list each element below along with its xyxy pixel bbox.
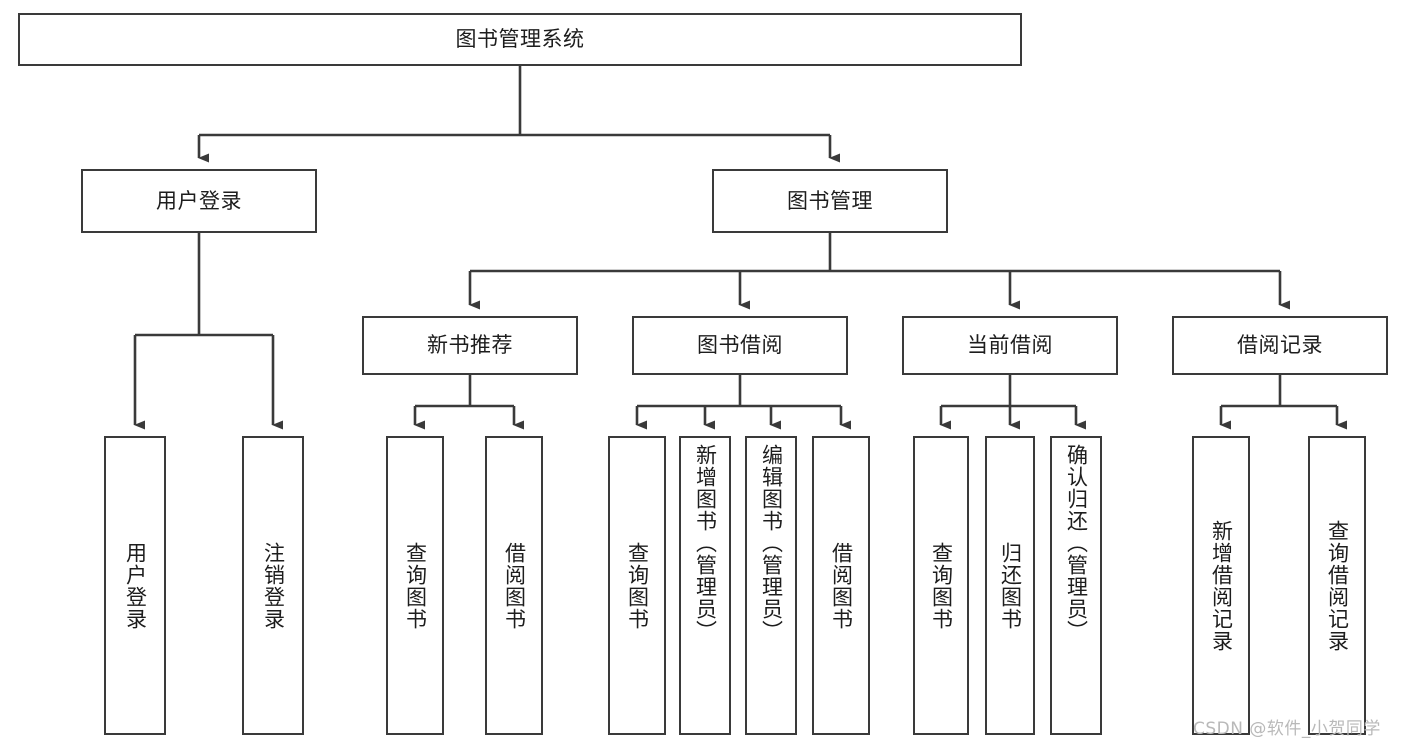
leaf-return-book-label: 归还图书 xyxy=(998,541,1023,630)
leaf-query-borrow-record-label: 查询借阅记录 xyxy=(1325,519,1350,652)
node-root-label: 图书管理系统 xyxy=(455,27,585,52)
leaf-logout[interactable]: 注销登录 xyxy=(242,436,304,735)
leaf-query-book-cb[interactable]: 查询图书 xyxy=(913,436,969,735)
leaf-logout-label: 注销登录 xyxy=(261,541,286,630)
leaf-user-login-label: 用户登录 xyxy=(123,541,148,630)
leaf-borrow-book-nbr[interactable]: 借阅图书 xyxy=(485,436,543,735)
leaf-query-borrow-record[interactable]: 查询借阅记录 xyxy=(1308,436,1366,735)
node-borrow-record-label: 借阅记录 xyxy=(1237,333,1323,358)
node-user-login[interactable]: 用户登录 xyxy=(81,169,317,233)
leaf-edit-book-admin-label: 编辑图书（管理员） xyxy=(759,444,784,642)
node-book-management[interactable]: 图书管理 xyxy=(712,169,948,233)
node-book-borrow-label: 图书借阅 xyxy=(697,333,783,358)
leaf-query-book-nbr[interactable]: 查询图书 xyxy=(386,436,444,735)
leaf-query-book-cb-label: 查询图书 xyxy=(929,541,954,630)
leaf-return-book[interactable]: 归还图书 xyxy=(985,436,1035,735)
node-root[interactable]: 图书管理系统 xyxy=(18,13,1022,66)
leaf-add-borrow-record[interactable]: 新增借阅记录 xyxy=(1192,436,1250,735)
leaf-add-borrow-record-label: 新增借阅记录 xyxy=(1209,519,1234,652)
leaf-borrow-book-bb-label: 借阅图书 xyxy=(829,541,854,630)
leaf-query-book-nbr-label: 查询图书 xyxy=(403,541,428,630)
leaf-borrow-book-bb[interactable]: 借阅图书 xyxy=(812,436,870,735)
node-borrow-record[interactable]: 借阅记录 xyxy=(1172,316,1388,375)
node-book-management-label: 图书管理 xyxy=(787,188,873,213)
node-current-borrow-label: 当前借阅 xyxy=(967,333,1053,358)
leaf-query-book-bb-label: 查询图书 xyxy=(625,541,650,630)
leaf-add-book-admin-label: 新增图书（管理员） xyxy=(693,444,718,642)
leaf-query-book-bb[interactable]: 查询图书 xyxy=(608,436,666,735)
leaf-add-book-admin[interactable]: 新增图书（管理员） xyxy=(679,436,731,735)
leaf-edit-book-admin[interactable]: 编辑图书（管理员） xyxy=(745,436,797,735)
node-new-book-recommend[interactable]: 新书推荐 xyxy=(362,316,578,375)
node-new-book-recommend-label: 新书推荐 xyxy=(427,333,513,358)
leaf-user-login[interactable]: 用户登录 xyxy=(104,436,166,735)
node-user-login-label: 用户登录 xyxy=(156,188,242,213)
leaf-confirm-return-admin-label: 确认归还（管理员） xyxy=(1064,444,1089,642)
node-current-borrow[interactable]: 当前借阅 xyxy=(902,316,1118,375)
leaf-borrow-book-nbr-label: 借阅图书 xyxy=(502,541,527,630)
leaf-confirm-return-admin[interactable]: 确认归还（管理员） xyxy=(1050,436,1102,735)
node-book-borrow[interactable]: 图书借阅 xyxy=(632,316,848,375)
